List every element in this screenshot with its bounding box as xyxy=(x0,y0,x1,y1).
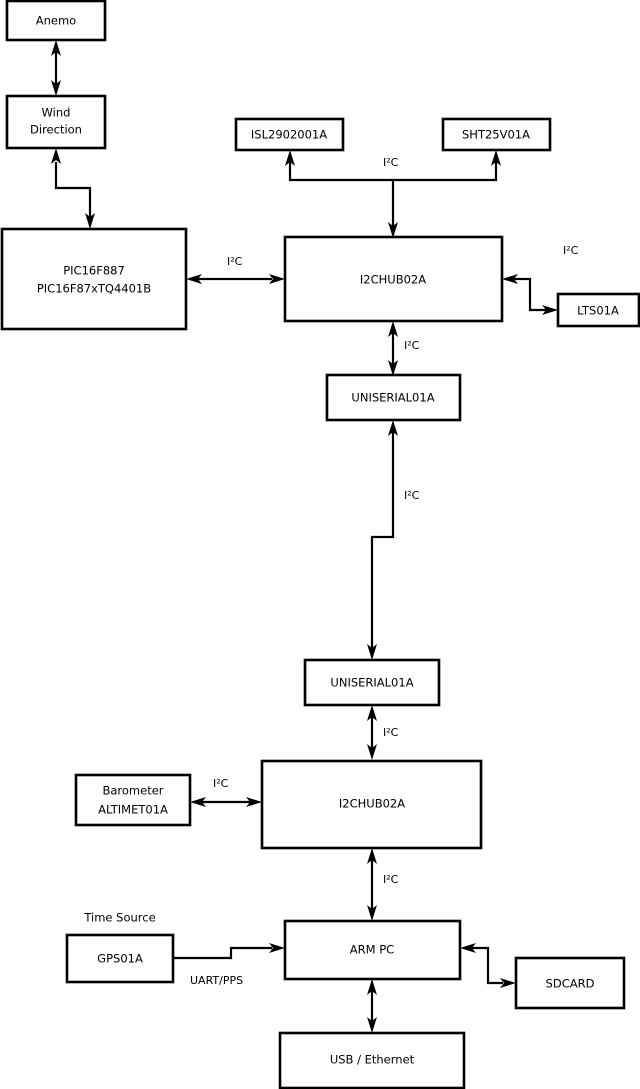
node-label-armpc: ARM PC xyxy=(350,943,394,957)
arrow-head-left xyxy=(460,943,476,953)
node-anemo[interactable]: Anemo xyxy=(5,0,107,42)
node-label-wind-line2: Direction xyxy=(30,123,82,137)
node-barometer-altimet01a[interactable]: Barometer ALTIMET01A xyxy=(74,773,192,827)
node-sht25v01a[interactable]: SHT25V01A xyxy=(441,117,552,152)
arrow-head-up xyxy=(388,420,398,436)
arrow-head-right xyxy=(542,305,558,315)
arrow-head-up xyxy=(51,148,61,164)
edge-hub-top-uniserial-top: I²C xyxy=(388,321,420,376)
arrow-head-left xyxy=(502,274,518,284)
node-label-pic-line1: PIC16F887 xyxy=(63,264,125,278)
edge-barometer-hub-bot: I²C xyxy=(190,777,262,807)
edge-hub-top-sensors: I²C xyxy=(285,150,501,238)
arrow-head-up xyxy=(491,150,501,166)
node-label-anemo: Anemo xyxy=(36,14,76,28)
arrow-head-left xyxy=(186,274,202,284)
node-isl2902001a[interactable]: ISL2902001A xyxy=(234,117,345,152)
node-lts01a[interactable]: LTS01A xyxy=(556,292,640,328)
node-label-barometer-line1: Barometer xyxy=(102,784,163,798)
node-label-gps: GPS01A xyxy=(97,952,143,966)
node-label-uniserial-top: UNISERIAL01A xyxy=(351,391,434,405)
edge-pic-hub-top: I²C xyxy=(186,255,285,284)
node-label-usbeth: USB / Ethernet xyxy=(330,1053,415,1067)
node-label-lts: LTS01A xyxy=(577,304,619,318)
node-label-sdcard: SDCARD xyxy=(546,977,595,991)
edge-armpc-sdcard xyxy=(460,943,516,988)
node-uniserial01a-top[interactable]: UNISERIAL01A xyxy=(325,373,462,422)
arrow-head-up xyxy=(388,321,398,337)
arrow-head-up xyxy=(367,979,377,995)
arrow-head-up xyxy=(285,150,295,166)
arrow-head-down xyxy=(367,1017,377,1033)
node-i2chub02a-top[interactable]: I2CHUB02A xyxy=(283,235,504,323)
arrow-head-up xyxy=(367,848,377,864)
arrow-head-left xyxy=(190,797,206,807)
edge-anemo-wind xyxy=(51,40,61,96)
node-label-pic-line2: PIC16F87xTQ4401B xyxy=(37,282,151,296)
node-label-wind-line1: Wind xyxy=(42,106,71,120)
arrow-head-down xyxy=(388,360,398,376)
node-label-hub-top: I2CHUB02A xyxy=(360,273,426,287)
edge-uniserial-link: I²C xyxy=(367,420,420,660)
edge-label-gps-armpc: UART/PPS xyxy=(190,974,243,987)
arrow-head-down xyxy=(367,744,377,760)
arrow-head-down xyxy=(388,222,398,238)
edge-hub-top-lts: I²C xyxy=(502,244,579,315)
arrow-head-down xyxy=(367,644,377,660)
edge-label-hub-armpc: I²C xyxy=(383,873,399,886)
arrow-head-right xyxy=(246,797,262,807)
node-pic-mcu[interactable]: PIC16F887 PIC16F87xTQ4401B xyxy=(0,227,188,331)
edge-label-hub-lts: I²C xyxy=(563,244,579,257)
edge-label-uniserial-link: I²C xyxy=(404,489,420,502)
node-label-barometer-line2: ALTIMET01A xyxy=(98,803,168,817)
arrow-head-down xyxy=(367,905,377,921)
edge-hub-bot-armpc: I²C xyxy=(367,848,399,921)
node-label-hub-bottom: I2CHUB02A xyxy=(339,797,405,811)
edge-pic-wind xyxy=(51,148,95,229)
node-sdcard[interactable]: SDCARD xyxy=(514,956,626,1010)
node-i2chub02a-bottom[interactable]: I2CHUB02A xyxy=(260,759,483,850)
arrow-head-down xyxy=(85,213,95,229)
edge-label-barometer-hub: I²C xyxy=(213,777,229,790)
edge-label-pic-hub: I²C xyxy=(227,255,243,268)
arrow-head-up xyxy=(367,705,377,721)
arrow-head-right xyxy=(269,274,285,284)
node-label-uniserial-bottom: UNISERIAL01A xyxy=(330,676,413,690)
edge-label-hub-uniserial: I²C xyxy=(404,339,420,352)
edge-armpc-usbeth xyxy=(367,979,377,1033)
node-label-sht: SHT25V01A xyxy=(462,128,530,142)
node-label-isl: ISL2902001A xyxy=(251,128,327,142)
node-wind-direction[interactable]: Wind Direction xyxy=(5,94,107,150)
edge-label-uniserial-hub: I²C xyxy=(383,726,399,739)
node-arm-pc[interactable]: ARM PC xyxy=(283,919,462,981)
arrow-head-down xyxy=(51,80,61,96)
label-time-source: Time Source xyxy=(83,911,155,925)
node-usb-ethernet[interactable]: USB / Ethernet xyxy=(278,1031,466,1089)
node-uniserial01a-bottom[interactable]: UNISERIAL01A xyxy=(303,658,441,707)
edge-label-hub-sensors: I²C xyxy=(383,156,399,169)
arrow-head-right xyxy=(269,943,285,953)
edge-gps-armpc: UART/PPS xyxy=(173,943,285,987)
node-gps01a[interactable]: GPS01A xyxy=(65,933,175,984)
arrow-head-up xyxy=(51,40,61,56)
arrow-head-right xyxy=(500,978,516,988)
edge-uniserial-bot-hub-bot: I²C xyxy=(367,705,399,760)
